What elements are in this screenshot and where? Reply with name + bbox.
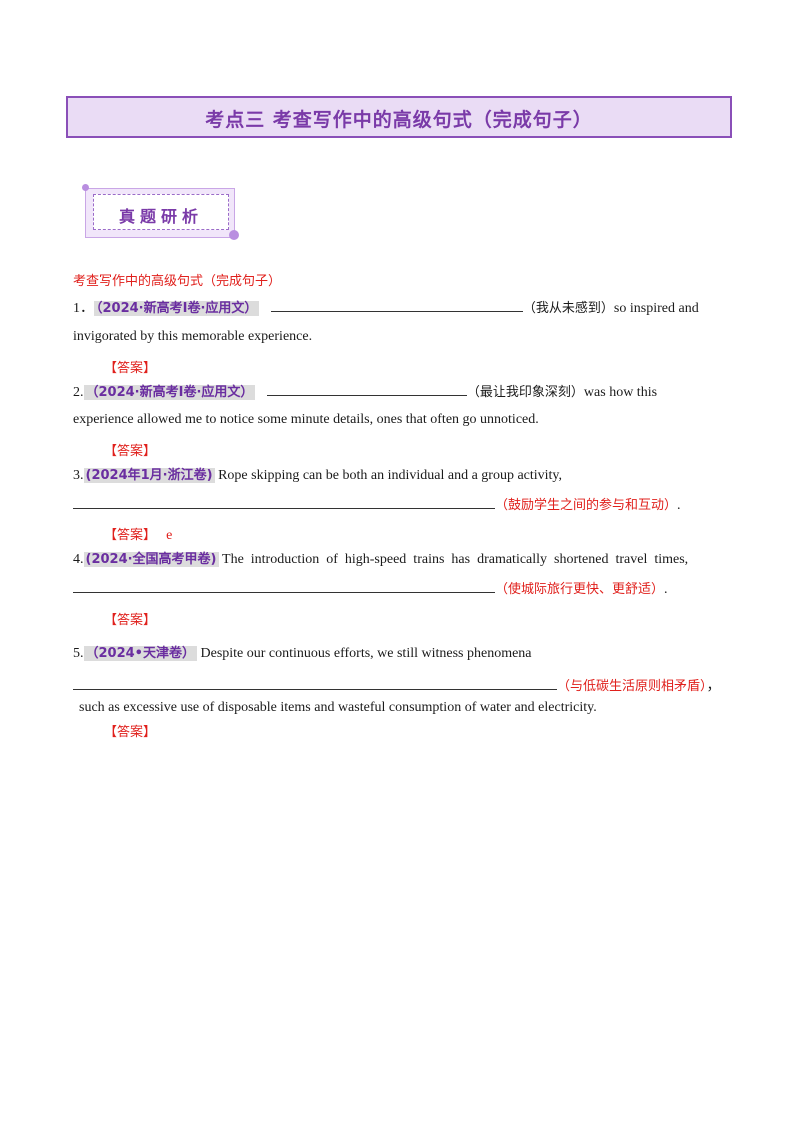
answer-row: 【答案】 e xyxy=(104,524,172,544)
answer-label: 【答案】 xyxy=(104,725,157,740)
answer-label: 【答案】 xyxy=(104,613,157,628)
question-end: . xyxy=(677,498,681,513)
question-end: ， xyxy=(706,679,721,694)
question-hint: （使城际旅行更快、更舒适） xyxy=(495,582,665,597)
question-3-line-1: 3.(2024年1月·浙江卷) Rope skipping can be bot… xyxy=(73,467,562,485)
answer-label: 【答案】 xyxy=(104,444,157,459)
question-source-tag: (2024·全国高考甲卷) xyxy=(83,552,219,567)
question-end: . xyxy=(664,582,668,597)
question-hint: （最让我印象深刻） xyxy=(466,385,584,400)
question-1-line-2: invigorated by this memorable experience… xyxy=(73,329,313,344)
question-number: 2. xyxy=(73,385,84,400)
answer-label: 【答案】 xyxy=(104,361,157,376)
question-4-line-2: （使城际旅行更快、更舒适）. xyxy=(73,580,668,599)
question-number: 4. xyxy=(73,552,84,567)
badge-label: 真题研析 xyxy=(118,207,203,226)
question-4-line-1: 4.(2024·全国高考甲卷) The introduction of high… xyxy=(73,551,688,569)
question-5-line-3: such as excessive use of disposable item… xyxy=(79,700,597,715)
answer-value: e xyxy=(166,528,173,543)
question-5-line-1: 5.（2024•天津卷） Despite our continuous effo… xyxy=(73,645,532,663)
question-1-line-1: 1．（2024·新高考Ⅰ卷·应用文） （我从未感到）so inspired an… xyxy=(73,299,699,318)
question-source-tag: （2024·新高考Ⅰ卷·应用文） xyxy=(94,301,260,316)
question-text: Rope skipping can be both an individual … xyxy=(218,468,563,483)
section-badge: 真题研析 xyxy=(82,184,245,244)
question-text: The introduction of high-speed trains ha… xyxy=(222,552,689,567)
question-number: 5. xyxy=(73,646,84,661)
answer-label: 【答案】 xyxy=(104,528,157,543)
badge-dot-icon xyxy=(82,184,89,191)
answer-blank[interactable] xyxy=(270,299,523,312)
question-hint: （与低碳生活原则相矛盾） xyxy=(557,679,707,694)
badge-inner: 真题研析 xyxy=(93,194,229,230)
question-2-line-1: 2.（2024·新高考Ⅰ卷·应用文） （最让我印象深刻）was how this xyxy=(73,383,657,402)
subtitle: 考查写作中的高级句式（完成句子） xyxy=(73,274,282,289)
question-source-tag: (2024年1月·浙江卷) xyxy=(83,468,215,483)
question-text: so inspired and xyxy=(613,301,699,316)
question-hint: （我从未感到） xyxy=(522,301,614,316)
answer-blank[interactable] xyxy=(73,580,495,593)
question-5-line-2: （与低碳生活原则相矛盾）， xyxy=(73,677,721,696)
badge-dot-icon xyxy=(229,230,239,240)
section-title-box: 考点三 考查写作中的高级句式（完成句子） xyxy=(66,96,732,138)
answer-blank[interactable] xyxy=(266,383,467,396)
question-text: Despite our continuous efforts, we still… xyxy=(200,646,532,661)
answer-blank[interactable] xyxy=(73,496,495,509)
question-hint: （鼓励学生之间的参与和互动） xyxy=(495,498,678,513)
section-title: 考点三 考查写作中的高级句式（完成句子） xyxy=(205,109,593,131)
question-text: was how this xyxy=(583,385,658,400)
question-3-line-2: （鼓励学生之间的参与和互动）. xyxy=(73,496,681,515)
question-number: 1． xyxy=(73,301,94,316)
answer-blank[interactable] xyxy=(73,677,557,690)
question-number: 3. xyxy=(73,468,84,483)
question-2-line-2: experience allowed me to notice some min… xyxy=(73,412,539,427)
question-source-tag: （2024•天津卷） xyxy=(83,646,197,661)
question-source-tag: （2024·新高考Ⅰ卷·应用文） xyxy=(83,385,256,400)
